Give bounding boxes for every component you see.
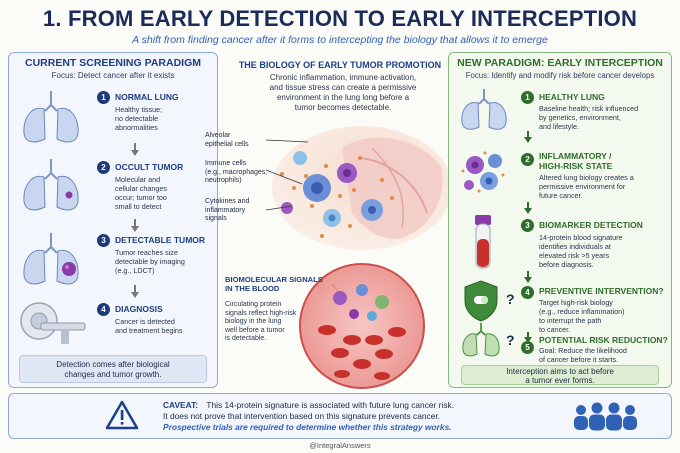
healthy-lungs-icon xyxy=(23,91,79,143)
cytokines-label: Cytokines and inflammatory signals xyxy=(205,198,250,222)
stage-desc: Healthy tissue; no detectable abnormalit… xyxy=(115,105,163,132)
stage-title: OCCULT TUMOR xyxy=(115,162,184,172)
arrow-down-icon xyxy=(524,208,532,214)
stage-desc: 14-protein blood signature identifies in… xyxy=(539,233,623,269)
caveat-label: CAVEAT: xyxy=(163,400,199,410)
stage-number: 3 xyxy=(521,219,534,232)
ct-scanner-icon xyxy=(20,302,86,344)
healthy-lungs-icon xyxy=(461,89,507,130)
warning-icon xyxy=(105,400,139,430)
arrow-down-icon xyxy=(131,150,139,156)
credit: @IntegralAnswers xyxy=(309,441,371,450)
right-panel-focus: Focus: Identify and modify risk before c… xyxy=(465,71,655,80)
people-group-icon xyxy=(574,402,637,431)
left-panel-focus: Focus: Detect cancer after it exists xyxy=(51,71,175,80)
caveat-line-2: It does not prove that intervention base… xyxy=(163,411,441,421)
stage-desc: Baseline health; risk influenced by gene… xyxy=(539,104,639,131)
page-subtitle: A shift from finding cancer after it for… xyxy=(132,34,548,46)
caveat-line-3: Prospective trials are required to deter… xyxy=(163,422,452,432)
shield-pill-icon xyxy=(464,280,498,322)
biomolecular-signals-desc: Circulating protein signals reflect high… xyxy=(225,301,297,343)
blood-tube-icon xyxy=(475,215,491,269)
stage-number: 2 xyxy=(97,161,110,174)
stage-desc: Cancer is detected and treatment begins xyxy=(115,317,183,335)
tumor-microenvironment-illustration xyxy=(265,126,448,389)
stage-title: INFLAMMATORY / HIGH-RISK STATE xyxy=(539,151,613,171)
arrow-down-icon xyxy=(524,137,532,143)
stage-title: NORMAL LUNG xyxy=(115,92,179,102)
arrow-down-icon xyxy=(524,277,532,283)
early-interception-panel: NEW PARADIGM: EARLY INTERCEPTION Focus: … xyxy=(448,52,672,388)
biomolecular-signals-title: BIOMOLECULAR SIGNALS IN THE BLOOD xyxy=(225,275,323,293)
caveat-text: CAVEAT: This 14-protein signature is ass… xyxy=(163,400,454,433)
arrow-down-icon xyxy=(131,292,139,298)
immune-cells-label: Immune cells (e.g., macrophages, neutrop… xyxy=(205,160,268,184)
stage-desc: Target high-risk biology (e.g., reduce i… xyxy=(539,298,625,334)
green-lungs-icon xyxy=(462,323,500,357)
middle-heading: THE BIOLOGY OF EARLY TUMOR PROMOTION xyxy=(238,60,442,70)
stage-number: 2 xyxy=(521,153,534,166)
arrow-down-icon xyxy=(131,226,139,232)
caveat-box: CAVEAT: This 14-protein signature is ass… xyxy=(8,393,672,439)
stage-number: 3 xyxy=(97,234,110,247)
stage-number: 4 xyxy=(521,286,534,299)
stage-desc: Altered lung biology creates a permissiv… xyxy=(539,173,634,200)
stage-title: DETECTABLE TUMOR xyxy=(115,235,206,245)
occult-tumor-lungs-icon xyxy=(23,159,79,211)
caveat-line-1: This 14-protein signature is associated … xyxy=(206,400,455,410)
stage-title: PREVENTIVE INTERVENTION? xyxy=(539,286,664,296)
stage-title: DIAGNOSIS xyxy=(115,304,163,314)
stage-number: 4 xyxy=(97,303,110,316)
right-panel-footer: Interception aims to act before a tumor … xyxy=(461,365,659,385)
stage-number: 1 xyxy=(521,91,534,104)
right-panel-heading: NEW PARADIGM: EARLY INTERCEPTION xyxy=(457,57,663,69)
current-screening-panel: CURRENT SCREENING PARADIGM Focus: Detect… xyxy=(8,52,218,388)
stage-number: 5 xyxy=(521,341,534,354)
middle-description: Chronic inflammation, immune activation,… xyxy=(269,73,417,112)
question-mark: ? xyxy=(506,291,515,307)
stage-title: BIOMARKER DETECTION xyxy=(539,220,643,230)
stage-desc: Molecular and cellular changes occur; tu… xyxy=(115,175,167,211)
stage-title: POTENTIAL RISK REDUCTION? xyxy=(539,335,668,345)
left-panel-footer: Detection comes after biological changes… xyxy=(19,355,207,383)
alveolar-cells-label: Alveolar epithelial cells xyxy=(205,132,249,148)
page-title: 1. FROM EARLY DETECTION TO EARLY INTERCE… xyxy=(42,6,638,31)
arrow-down-icon xyxy=(524,337,532,343)
stage-desc: Tumor reaches size detectable by imaging… xyxy=(115,248,185,275)
question-mark: ? xyxy=(506,332,515,348)
stage-number: 1 xyxy=(97,91,110,104)
stage-desc: Goal: Reduce the likelihood of cancer be… xyxy=(539,346,627,364)
tumor-lungs-icon xyxy=(23,233,79,285)
left-panel-heading: CURRENT SCREENING PARADIGM xyxy=(25,57,201,69)
inflammatory-cells-icon xyxy=(461,151,505,193)
stage-title: HEALTHY LUNG xyxy=(539,92,605,102)
